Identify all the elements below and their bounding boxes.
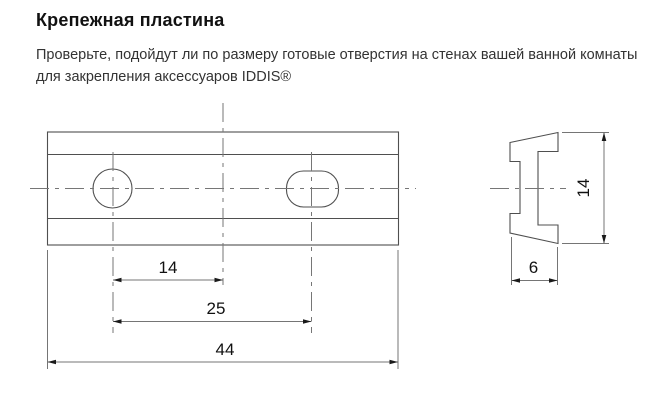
description: Проверьте, подойдут ли по размеру готовы…: [36, 44, 637, 88]
dim-arrow: [113, 277, 122, 283]
dim-arrow: [601, 235, 607, 244]
dim-label-6: 6: [529, 258, 538, 277]
dim-label-14: 14: [159, 258, 178, 277]
dim-arrow: [113, 319, 122, 324]
dim-label-25: 25: [207, 299, 226, 318]
dim-arrow: [601, 132, 607, 141]
front-dimensions: 14 25 44: [47, 250, 399, 369]
dim-arrow: [511, 278, 520, 283]
dim-arrow: [549, 278, 558, 283]
dim-arrow: [303, 319, 312, 324]
dim-label-h14: 14: [574, 179, 593, 198]
dim-arrow: [389, 359, 398, 365]
front-view: [30, 103, 416, 333]
description-line-2: для закрепления аксессуаров IDDIS®: [36, 69, 292, 85]
side-dimensions: 14 6: [511, 132, 609, 285]
side-view: [490, 131, 566, 245]
dim-arrow: [214, 277, 223, 283]
description-line-1: Проверьте, подойдут ли по размеру готовы…: [36, 47, 638, 63]
page-title: Крепежная пластина: [36, 10, 225, 30]
dim-label-44: 44: [216, 340, 235, 359]
dim-arrow: [47, 359, 56, 365]
side-profile-outline: [509, 131, 559, 245]
